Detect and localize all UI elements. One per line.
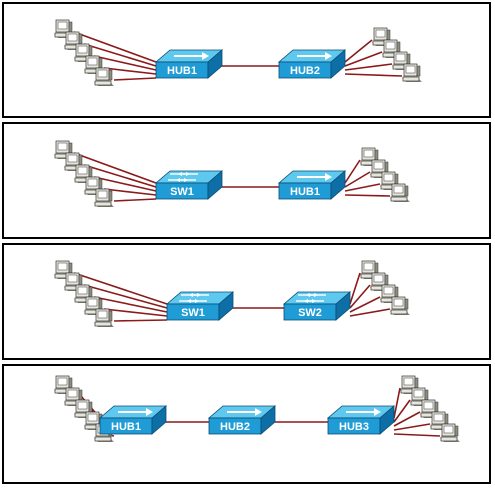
desktop-computer-icon: [440, 423, 460, 442]
network-switch-icon: SW1: [165, 291, 235, 321]
desktop-computer-icon: [84, 55, 104, 74]
right-cable-bundle: [393, 387, 441, 437]
desktop-computer-icon: [64, 31, 84, 50]
desktop-computer-icon: [54, 140, 74, 159]
network-switch-icon: SW1: [154, 170, 224, 200]
left-cable-bundle: [73, 31, 157, 81]
desktop-computer-icon: [392, 51, 412, 70]
hub-hub-topology: HUB1 HUB2: [54, 19, 422, 86]
device-label: SW1: [170, 186, 194, 198]
diagram-panel-2: SW1 HUB1: [2, 122, 491, 239]
network-hub-icon: HUB1: [154, 49, 224, 79]
left-cable-bundle: [73, 272, 168, 322]
desktop-computer-icon: [94, 188, 114, 207]
device-label: HUB2: [290, 65, 320, 77]
switch-switch-topology: SW1 SW2: [54, 260, 410, 327]
left-cable-bundle: [73, 152, 157, 202]
network-hub-icon: HUB2: [277, 49, 347, 79]
desktop-computer-icon: [390, 296, 410, 315]
network-hub-icon: HUB3: [326, 405, 396, 435]
desktop-computer-icon: [402, 63, 422, 82]
desktop-computer-icon: [74, 164, 94, 183]
diagram-panel-4: HUB1 HUB2 HUB3: [2, 364, 491, 484]
device-label: HUB1: [167, 65, 197, 77]
device-label: HUB2: [220, 421, 250, 433]
network-switch-icon: SW2: [282, 291, 352, 321]
device-label: SW1: [181, 307, 205, 319]
device-label: SW2: [298, 307, 322, 319]
device-label: HUB1: [111, 421, 141, 433]
network-hub-icon: HUB2: [207, 405, 277, 435]
diagram-panel-1: HUB1 HUB2: [2, 2, 491, 118]
desktop-computer-icon: [74, 399, 94, 418]
desktop-computer-icon: [94, 308, 114, 327]
desktop-computer-icon: [380, 171, 400, 190]
right-cable-bundle: [344, 159, 391, 197]
switch-hub-topology: SW1 HUB1: [54, 140, 410, 207]
desktop-computer-icon: [390, 183, 410, 202]
device-label: HUB3: [339, 421, 369, 433]
desktop-computer-icon: [84, 296, 104, 315]
right-cable-bundle: [349, 272, 391, 317]
desktop-computer-icon: [372, 27, 392, 46]
device-label: HUB1: [290, 186, 320, 198]
desktop-computer-icon: [94, 67, 114, 86]
network-hub-icon: HUB1: [98, 405, 168, 435]
hub-hub-hub-topology: HUB1 HUB2 HUB3: [54, 375, 460, 442]
diagram-panel-3: SW1 SW2: [2, 243, 491, 360]
desktop-computer-icon: [74, 284, 94, 303]
network-hub-icon: HUB1: [277, 170, 347, 200]
right-cable-bundle: [344, 39, 403, 77]
